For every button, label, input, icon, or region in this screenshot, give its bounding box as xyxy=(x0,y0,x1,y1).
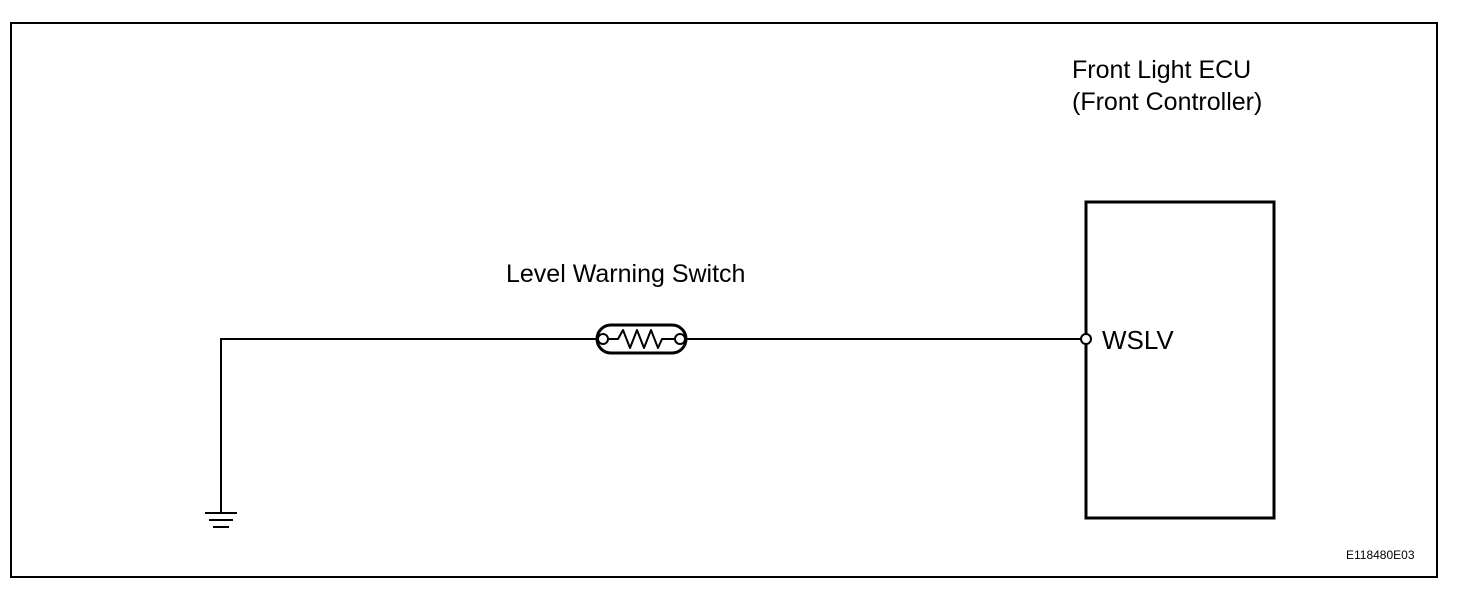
switch-label: Level Warning Switch xyxy=(506,260,746,288)
ecu-box xyxy=(1084,200,1276,520)
ecu-title-line1: Front Light ECU xyxy=(1072,56,1252,84)
diagram-frame xyxy=(10,22,1438,578)
ecu-title-line2: (Front Controller) xyxy=(1072,88,1263,116)
resistor-switch-icon xyxy=(595,323,688,355)
switch-terminal-left xyxy=(597,333,609,345)
ecu-title: Front Light ECU (Front Controller) xyxy=(1072,54,1262,118)
ecu-pin-label: WSLV xyxy=(1102,325,1174,355)
switch-terminal-right xyxy=(674,333,686,345)
terminal-icon xyxy=(1080,333,1092,345)
figure-code: E118480E03 xyxy=(1346,548,1415,562)
ground-symbol-icon xyxy=(205,512,237,528)
